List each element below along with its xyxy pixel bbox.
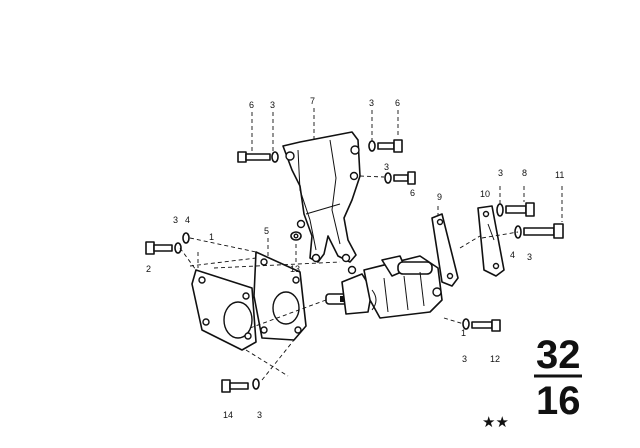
callout-4-left: 4 [185, 215, 190, 225]
callout-12: 12 [490, 354, 500, 364]
callout-3-bottom: 3 [462, 354, 467, 364]
stars-mark: ★★ [482, 413, 509, 431]
callout-4-right: 4 [510, 250, 515, 260]
bracket-10 [477, 205, 505, 277]
page-number-top: 32 [536, 333, 581, 377]
callout-3-right-low: 3 [527, 252, 532, 262]
bracket-7 [282, 131, 361, 263]
bolt-2 [145, 232, 190, 255]
callout-8: 8 [522, 168, 527, 178]
bracket-9 [431, 213, 459, 287]
callout-1-right: 1 [461, 328, 466, 338]
callout-labels: 6 3 7 3 6 3 6 9 10 3 8 11 4 3 3 4 2 1 5 … [146, 96, 564, 420]
bolt-6-top-left [237, 151, 279, 163]
callout-6-top-right: 6 [395, 98, 400, 108]
callout-11: 11 [555, 170, 564, 180]
callout-3-top-right: 3 [369, 98, 374, 108]
callout-13: 13 [290, 264, 300, 274]
page-number-bottom: 16 [536, 379, 581, 423]
callout-2: 2 [146, 264, 151, 274]
pump-body [325, 255, 443, 319]
callout-3-bottom-left: 3 [257, 410, 262, 420]
callout-10: 10 [480, 189, 490, 199]
callout-9: 9 [437, 192, 442, 202]
gasket-1 [191, 269, 257, 351]
bolt-6-mid [384, 171, 416, 185]
bolt-13 [290, 231, 302, 241]
callout-6-top-left: 6 [249, 100, 254, 110]
bolt-8 [496, 202, 535, 217]
callout-1: 1 [209, 232, 214, 242]
callout-7: 7 [310, 96, 315, 106]
callout-6-mid: 6 [410, 188, 415, 198]
callout-3-left: 3 [173, 215, 178, 225]
bolt-6-top-right [368, 139, 403, 153]
bolt-11 [514, 223, 564, 239]
leader-lines [179, 108, 563, 381]
callout-5: 5 [264, 226, 269, 236]
callout-3-mid: 3 [384, 162, 389, 172]
page-number: 32 16 ★★ [482, 333, 582, 431]
bolt-14 [221, 378, 260, 393]
bolt-12 [462, 318, 501, 332]
callout-3-right: 3 [498, 168, 503, 178]
callout-14: 14 [223, 410, 233, 420]
callout-3-top-left: 3 [270, 100, 275, 110]
